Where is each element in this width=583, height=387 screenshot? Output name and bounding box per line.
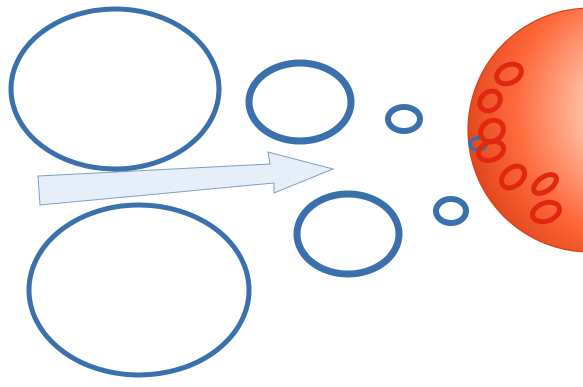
- sphere: [468, 8, 583, 252]
- blue-ring-small-top: [388, 107, 420, 131]
- blue-ring-medium-top: [249, 63, 351, 141]
- blue-ring-medium-bottom: [297, 194, 399, 274]
- direction-arrow: [38, 152, 333, 205]
- blue-ring-large-bottom: [29, 205, 249, 375]
- blue-ring-large-top: [11, 9, 219, 169]
- blue-ring-small-bottom: [436, 199, 466, 223]
